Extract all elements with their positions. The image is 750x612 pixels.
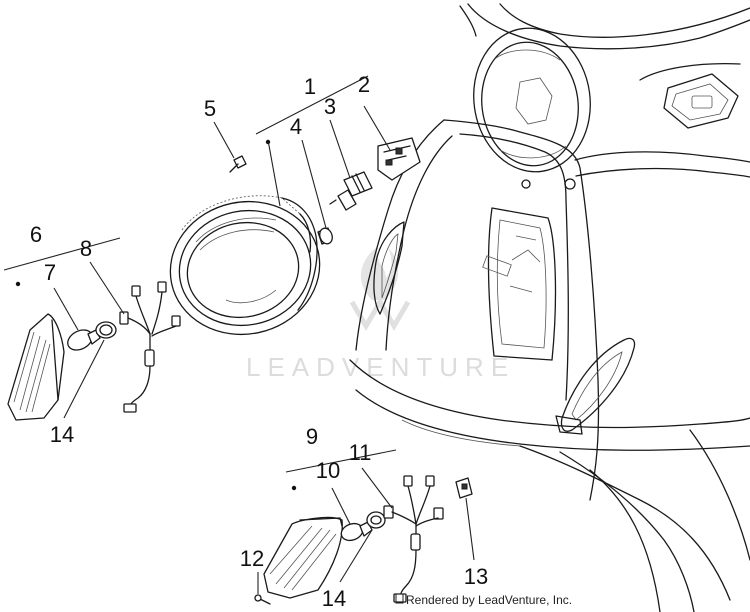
callout-6: 6 bbox=[30, 222, 42, 247]
clip-13 bbox=[455, 477, 473, 499]
callout-1: 1 bbox=[304, 74, 316, 99]
wiring-harness-11 bbox=[383, 475, 444, 603]
screw-5 bbox=[229, 155, 247, 173]
bulb-7 bbox=[67, 329, 101, 351]
callout-14-right: 14 bbox=[322, 586, 346, 611]
callout-9: 9 bbox=[306, 424, 318, 449]
callout-4: 4 bbox=[290, 114, 302, 139]
bulb-10 bbox=[340, 521, 373, 542]
left-indicator-assembly bbox=[7, 281, 181, 421]
wiring-harness-8 bbox=[119, 281, 181, 413]
socket-2 bbox=[377, 137, 421, 181]
credit-line: Rendered by LeadVenture, Inc. bbox=[395, 593, 572, 607]
document-icon bbox=[395, 593, 404, 604]
screw-12 bbox=[254, 594, 271, 605]
callout-8: 8 bbox=[80, 236, 92, 261]
socket-14-left bbox=[95, 321, 117, 339]
watermark-text: LEADVENTURE bbox=[246, 352, 515, 382]
callout-14-left: 14 bbox=[50, 422, 74, 447]
bulb-4 bbox=[317, 227, 333, 245]
callout-3: 3 bbox=[324, 94, 336, 119]
callout-7: 7 bbox=[44, 260, 56, 285]
socket-14-right bbox=[366, 511, 386, 529]
right-indicator-assembly bbox=[254, 475, 473, 605]
leader-lines bbox=[3, 75, 475, 594]
callout-5: 5 bbox=[204, 96, 216, 121]
callout-13: 13 bbox=[464, 564, 488, 589]
callout-10: 10 bbox=[316, 458, 340, 483]
callout-12: 12 bbox=[240, 546, 264, 571]
bulb-3 bbox=[329, 171, 373, 211]
callout-2: 2 bbox=[358, 72, 370, 97]
leadventure-watermark: LEADVENTURE bbox=[246, 246, 515, 382]
scooter-body bbox=[349, 3, 750, 612]
headlight-assembly bbox=[169, 137, 421, 336]
callout-11: 11 bbox=[349, 440, 372, 465]
callout-labels: 1 2 3 4 5 6 7 8 9 10 11 12 13 14 14 bbox=[30, 72, 488, 611]
credit-text: Rendered by LeadVenture, Inc. bbox=[406, 593, 572, 607]
